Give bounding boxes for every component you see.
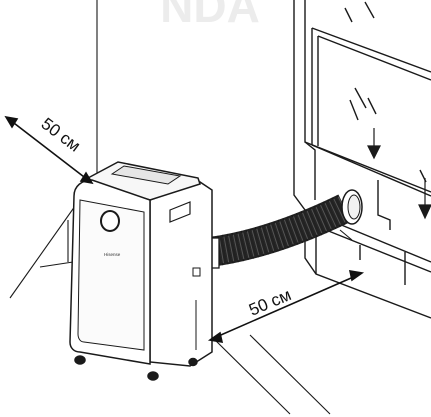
arrow-down-icon — [367, 128, 431, 220]
air-conditioner-unit — [69, 161, 213, 381]
window — [293, 0, 431, 319]
brand-label: Hisense — [104, 252, 121, 257]
watermark: NDA — [160, 0, 260, 32]
exhaust-hose — [204, 189, 363, 269]
clearance-front-label: 50 см — [246, 285, 294, 320]
clearance-left-label: 50 см — [38, 114, 84, 156]
double-arrow-icon — [4, 115, 365, 343]
